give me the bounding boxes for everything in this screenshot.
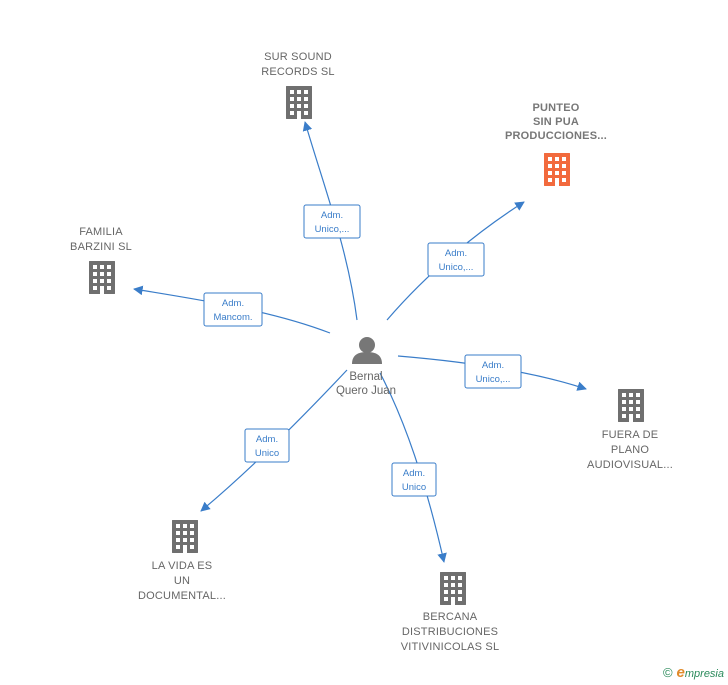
edge-role-text: Mancom. (213, 312, 252, 323)
brand-text: mpresia (684, 668, 724, 680)
building-icon (172, 520, 198, 553)
brand-name: empresia (677, 664, 724, 681)
edge-role-text: Adm. (321, 210, 343, 221)
edge-role-text: Unico,... (315, 224, 350, 235)
edge-role-text: Unico,... (476, 374, 511, 385)
company-label: BARZINI SL (70, 241, 132, 253)
edge-sur-sound: Adm. Unico,... (302, 121, 361, 321)
company-node-punteo[interactable]: PUNTEO SIN PUA PRODUCCIONES... (505, 102, 607, 186)
edge-punteo: Adm. Unico,... (386, 201, 525, 321)
center-label-line-1: Bernal (349, 371, 382, 383)
edge-role-text: Adm. (482, 360, 504, 371)
company-label: SIN PUA (533, 116, 579, 128)
edge-familia-barzini: Adm. Mancom. (133, 285, 331, 334)
edge-role-text: Adm. (445, 248, 467, 259)
edge-fuera-de-plano: Adm. Unico,... (397, 354, 587, 391)
brand-initial: e (676, 664, 685, 681)
company-label: PRODUCCIONES... (505, 130, 607, 142)
edge-role-text: Adm. (403, 468, 425, 479)
company-label: DOCUMENTAL... (138, 590, 226, 602)
company-label: AUDIOVISUAL... (587, 459, 673, 471)
edge-role-text: Unico (255, 448, 279, 459)
building-icon (618, 389, 644, 422)
building-icon (89, 261, 115, 294)
company-node-la-vida-es[interactable]: LA VIDA ES UN DOCUMENTAL... (138, 520, 226, 602)
company-label: LA VIDA ES (152, 560, 213, 572)
company-label: DISTRIBUCIONES (402, 626, 498, 638)
center-label-line-2: Quero Juan (336, 385, 396, 397)
edge-role-label[interactable]: Adm. Unico,... (464, 354, 522, 389)
building-icon (286, 86, 312, 119)
edge-role-box (303, 204, 361, 239)
building-icon (440, 572, 466, 605)
edge-role-box (203, 292, 263, 327)
edge-role-label[interactable]: Adm. Mancom. (203, 292, 263, 327)
edge-role-label[interactable]: Adm. Unico,... (303, 204, 361, 239)
company-node-sur-sound[interactable]: SUR SOUND RECORDS SL (261, 51, 335, 119)
edge-role-label[interactable]: Adm. Unico,... (427, 242, 485, 277)
edge-role-text: Adm. (256, 434, 278, 445)
edge-role-text: Unico (402, 482, 426, 493)
edge-role-box (464, 354, 522, 389)
building-icon (544, 153, 570, 186)
company-label: FUERA DE (602, 429, 659, 441)
company-label: FAMILIA (79, 226, 123, 238)
edge-role-text: Adm. (222, 298, 244, 309)
nodes-layer: SUR SOUND RECORDS SL PUNTEO SIN PUA PRODUCCI… (70, 51, 673, 653)
edge-role-box (391, 462, 437, 497)
company-label: RECORDS SL (261, 66, 335, 78)
brand-footer: © empresia (663, 664, 724, 681)
company-label: PUNTEO (532, 102, 579, 114)
person-icon (352, 337, 382, 364)
company-label: PLANO (611, 444, 650, 456)
edge-role-label[interactable]: Adm. Unico (244, 428, 290, 463)
edge-la-vida-es: Adm. Unico (200, 369, 348, 512)
edge-role-label[interactable]: Adm. Unico (391, 462, 437, 497)
edge-role-box (244, 428, 290, 463)
company-label: VITIVINICOLAS SL (401, 641, 500, 653)
copyright-icon: © (662, 665, 673, 680)
edge-bercana: Adm. Unico (379, 372, 447, 563)
company-node-fuera-de-plano[interactable]: FUERA DE PLANO AUDIOVISUAL... (587, 389, 673, 471)
edge-role-box (427, 242, 485, 277)
company-label: SUR SOUND (264, 51, 332, 63)
edge-role-text: Unico,... (439, 262, 474, 273)
center-person[interactable]: Bernal Quero Juan (336, 337, 396, 397)
company-label: BERCANA (423, 611, 478, 623)
company-node-familia-barzini[interactable]: FAMILIA BARZINI SL (70, 226, 132, 294)
company-label: UN (174, 575, 190, 587)
edges-layer: Adm.Unico,...Adm.Unico,...Adm.Mancom.Adm… (133, 121, 587, 563)
company-node-bercana[interactable]: BERCANA DISTRIBUCIONES VITIVINICOLAS SL (401, 572, 500, 653)
